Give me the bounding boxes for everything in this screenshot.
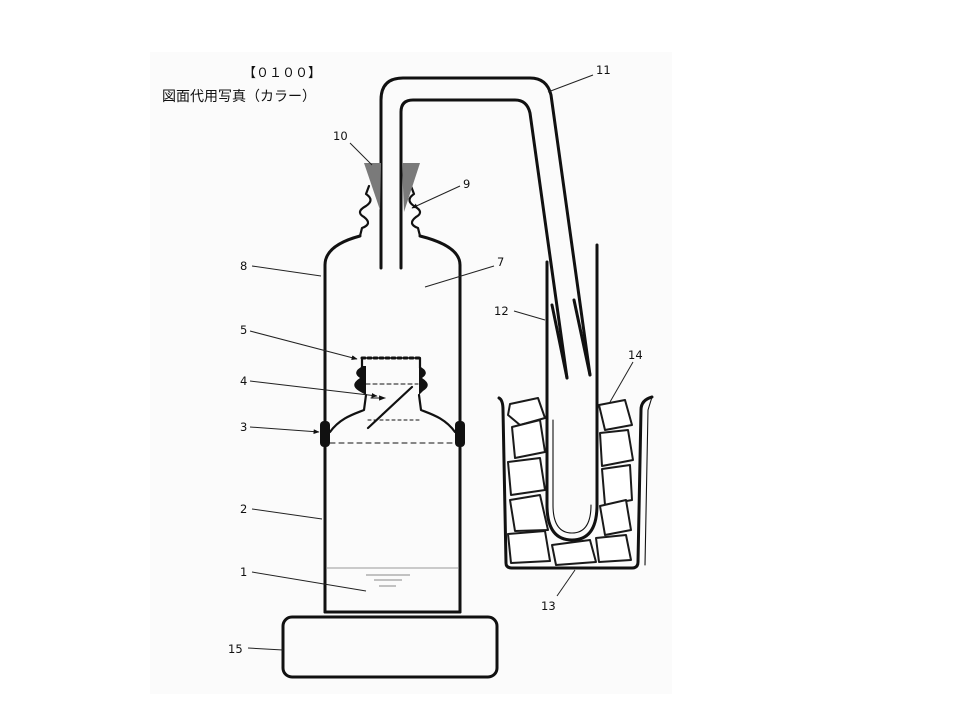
ice-cube [511,419,546,459]
leader-line-13 [556,569,576,597]
transfer-tube-outer-end [572,298,592,377]
leader-line-1 [251,571,367,592]
leader-line-7 [424,265,495,288]
label-7: 7 [497,255,504,269]
ice-cube [551,539,597,566]
ice-cube [507,530,551,564]
leader-line-3 [249,426,320,435]
beaker-outer-wall [644,396,653,566]
test-tube-inner-wall [552,419,592,534]
outer-bottle-left-wall [323,234,362,614]
test-tube [545,243,599,542]
inner-bottle-left-thread [354,366,366,395]
leader-line-14 [609,361,634,403]
label-10: 10 [333,129,348,143]
label-3: 3 [240,420,247,434]
leader-line-11 [547,74,594,93]
label-12: 12 [494,304,509,318]
label-5: 5 [240,323,247,337]
ice-cube [599,429,634,467]
outer-bottle-neck-left-thread [358,184,372,238]
label-8: 8 [240,259,247,273]
ice-cube [601,464,633,506]
leader-line-12 [513,310,546,321]
ice-cube [507,457,546,496]
label-4: 4 [240,374,247,388]
inner-bottle-right-shoulder [417,393,457,434]
outer-bottle-right-wall [418,234,462,614]
beaker [497,395,654,570]
leader-line-15 [247,647,284,651]
paper-background [150,52,672,694]
outer-bottle-neck-right-thread [408,184,422,238]
paragraph-number: 【０１００】 [243,66,321,81]
ice-cube [595,534,632,563]
transfer-tube-inner-wall [399,98,569,380]
label-2: 2 [240,502,247,516]
ring-left [320,421,330,447]
ice-cube [509,494,549,532]
inner-bottle-neck-diagonal [366,385,414,430]
figure-caption: 図面代用写真（カラー） [162,89,316,105]
ice-cube [598,399,633,431]
label-9: 9 [463,177,470,191]
label-15: 15 [228,642,243,656]
label-11: 11 [596,63,611,77]
leader-line-5 [249,330,358,360]
leader-line-4 [249,380,378,398]
transfer-tube-outer-wall [379,76,592,377]
leader-line-10 [349,142,373,166]
stopper-left [364,163,381,210]
transfer-tube-inner-end [550,303,569,380]
leader-line-9 [411,185,461,209]
stopper-right [402,163,420,212]
inner-bottle-left-shoulder [328,393,368,434]
ice-cube [599,499,632,536]
label-13: 13 [541,599,556,613]
label-14: 14 [628,348,643,362]
label-1: 1 [240,565,247,579]
leader-line-2 [251,508,323,520]
base-stand [281,615,499,679]
inner-bottle-right-thread [419,366,428,395]
ring-right [455,421,465,447]
leader-line-8 [251,265,322,277]
